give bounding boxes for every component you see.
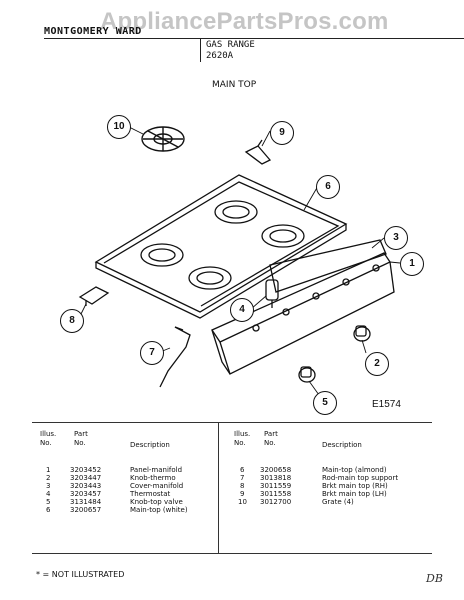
callout-2: 2: [365, 352, 389, 376]
main-top-part: [94, 174, 348, 319]
header-rule-vertical: [200, 38, 201, 62]
model-number: 2620A: [206, 51, 234, 61]
table-top-rule: [32, 422, 432, 423]
col-header-part: Part: [264, 430, 278, 438]
header-rule: [44, 38, 464, 39]
callout-6: 6: [316, 175, 340, 199]
grate-part: [141, 126, 185, 152]
bracket-lh-part: [244, 139, 272, 165]
table-bottom-rule: [32, 553, 432, 554]
product-type: GAS RANGE: [206, 40, 255, 50]
callout-10: 10: [107, 115, 131, 139]
callout-9: 9: [270, 121, 294, 145]
exploded-parts-diagram: [78, 125, 401, 396]
col-header-part: Part: [74, 430, 88, 438]
footnote: * = NOT ILLUSTRATED: [36, 570, 125, 579]
callout-3: 3: [384, 226, 408, 250]
col-header-no: No.: [40, 439, 52, 447]
handwritten-mark: DB: [426, 572, 443, 585]
col-header-part-no: No.: [264, 439, 276, 447]
callout-7: 7: [140, 341, 164, 365]
knob-thermo-part: [353, 325, 371, 342]
col-header-no: No.: [234, 439, 246, 447]
callout-5: 5: [313, 391, 337, 415]
leader-lines: [79, 125, 401, 396]
watermark: AppliancePartsPros.com: [100, 8, 389, 35]
col-header-part-no: No.: [74, 439, 86, 447]
col-header-description: Description: [130, 441, 170, 449]
bracket-rh-part: [78, 286, 110, 306]
col-header-illus: Illus.: [234, 430, 251, 438]
col-header-illus: Illus.: [40, 430, 57, 438]
callout-8: 8: [60, 309, 84, 333]
table-divider: [218, 422, 219, 553]
support-rod-part: [159, 326, 191, 388]
figure-id: E1574: [372, 399, 401, 410]
knob-valve-part: [298, 366, 316, 383]
section-title: MAIN TOP: [212, 80, 257, 90]
brand-name: MONTGOMERY WARD: [44, 26, 142, 37]
col-header-description: Description: [322, 441, 362, 449]
thermostat-part: [265, 279, 279, 308]
callout-1: 1: [400, 252, 424, 276]
callout-4: 4: [230, 298, 254, 322]
